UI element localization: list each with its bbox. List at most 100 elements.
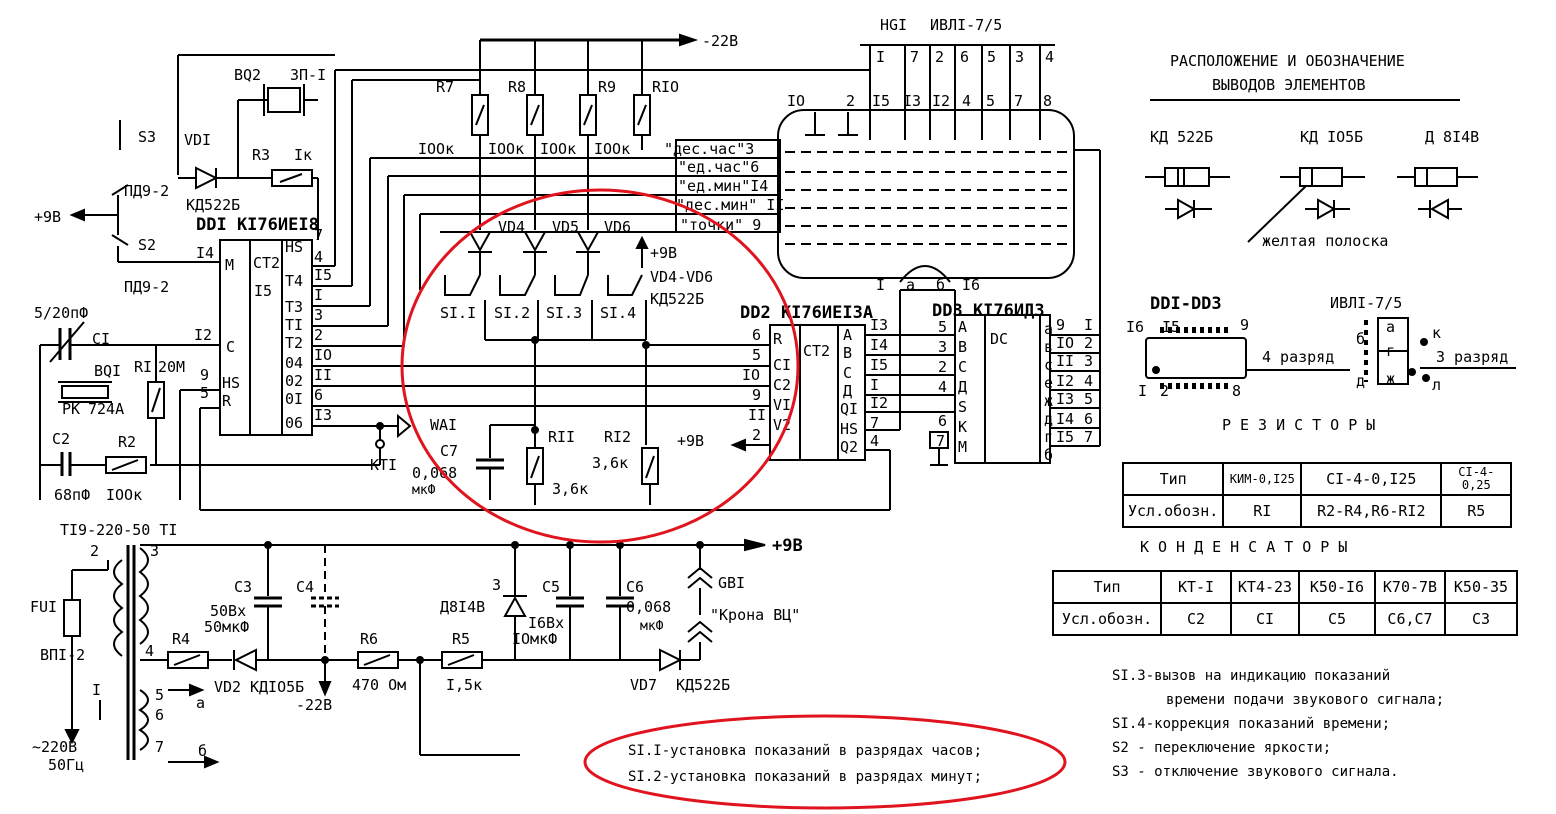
bottom-notes: SI.I-установка показаний в разрядах часо… [628,738,982,790]
r8-label: R8 [508,78,526,96]
switch-s1-3: SI.3 [546,304,582,322]
out-22v-label: -22В [296,696,332,714]
r5-label: R5 [452,630,470,648]
dd1-rpin4: 4 [314,248,323,266]
dd3-in-m: M [958,438,967,456]
display-bottom-a: а [906,276,915,294]
dd1-rpin10: ІО [314,346,332,364]
r6-value: 470 Ом [352,676,406,694]
highlight-circle-switches [400,188,800,544]
t-pin-1: І [92,681,101,699]
dd3-pin6: 6 [938,412,947,430]
dd3-in-k: K [958,418,967,436]
vd2-type: КДІО5Б [250,678,304,696]
dd1-rpin6: 6 [314,386,323,404]
chip-dd1: DDI КІ76ИЕІ8 CT2 M C HS R І5 І4 І2 9 5 H… [160,69,870,436]
dd3-in-c: C [958,358,967,376]
t-pin-6: 6 [155,706,164,724]
legend-notes: SI.3-вызов на индикацию показаний времен… [1112,664,1444,784]
supply-22v-label: -22В [702,32,738,50]
r9-label: R9 [598,78,616,96]
cap-type-kt4: КТ4-23 [1230,570,1300,604]
res-desig-header: Усл.обозн. [1121,494,1225,528]
dd2-out-d: Д [843,382,852,400]
s3-label: S3 [138,128,156,146]
stripe-label: желтая полоска [1262,232,1389,250]
dd-pin-16: І6 [1126,318,1145,336]
pd1-label: ПД9-2 [124,182,169,200]
s2-label: S2 [138,236,156,254]
dd1-rpin15: І5 [314,266,332,284]
vd5-label: VD5 [552,218,579,236]
resistors-title: РЕЗИСТОРЫ [1222,416,1385,434]
res-type-kim: КИМ-0,І25 [1222,462,1303,496]
dd1-out-01: 0І [285,390,303,408]
highlight-oval-notes [583,714,1067,810]
dd3-rpin2: 2 [1084,334,1093,352]
c5-value: І6Вх [528,614,564,632]
dd2-out-q1: QI [840,400,858,418]
dd3-rpin4: 4 [1084,372,1093,390]
display-pin-13: ІЗ [903,92,921,110]
r1-label: RI [134,358,152,376]
dd3-rpin9: 9 [1056,316,1065,334]
seg-zh: ж [1386,370,1396,388]
display-top-pin-5: 5 [987,48,996,66]
c2-value: 68пФ [54,486,90,504]
r11-value: 3,6к [552,480,588,498]
bq1-freq: 724А [88,400,124,418]
seg-l: л [1432,376,1442,394]
c5-label: C5 [542,578,560,596]
dd2-in-v2: V2 [773,416,791,434]
r11-label: RII [548,428,575,446]
dd1-ct: CT2 [253,254,280,272]
seg-b: б [1356,330,1366,348]
r5-value: І,5к [446,676,482,694]
cap-type-kt1: КТ-І [1160,570,1232,604]
r10-value: ІООк [594,140,630,158]
dd3-label: DD3 КІ76ИДЗ [932,301,1045,321]
dd3-rpin7: 7 [1084,428,1093,446]
dd2-label: DD2 КІ76ИЕІЗА [740,303,873,323]
c6-value: 0,068 [626,598,671,616]
dd-pin-9: 9 [1240,316,1250,334]
display-pin-12: І2 [932,92,950,110]
cap-type-k70: К70-7В [1374,570,1446,604]
dd2-rpin4: 4 [870,432,879,450]
diode-type-kd522b: КД 522Б [1150,128,1214,146]
cap-desig-c6-c7: C6,C7 [1374,602,1446,636]
out-9v-label: +9В [772,536,803,556]
chip-dd3: DD3 КІ76ИДЗ DC A B C Д S K M 5 3 2 4 6 7… [900,149,1101,466]
seg-a: а [1386,318,1396,336]
vd1-type: КД522Б [186,196,240,214]
dd-pin-2: 2 [1160,382,1170,400]
note-s1-4: SI.4-коррекция показаний времени; [1112,716,1391,732]
r12-value: 3,6к [592,454,628,472]
dd3-rpin3: З [1084,352,1093,370]
dd2-in-c1: CI [773,356,791,374]
dd2-rpin7: 7 [870,414,879,432]
c3-value: 50Вх [210,602,246,620]
display-input-hours-tens: "дес.час"3 [664,140,754,158]
vd2-label: VD2 [214,678,241,696]
display-top-pin-2: 2 [935,48,944,66]
pinout-graphics [1145,99,1516,389]
r7-label: R7 [436,78,454,96]
highlight-marks [400,188,1067,810]
note-s1-2: SI.2-установка показаний в разрядах мину… [628,769,983,785]
dd-pin-15: І5 [1162,318,1181,336]
dd1-out-t1: ТІ [285,316,303,334]
dd3-out-v: в [1044,338,1053,356]
display-ref: HGI [880,16,907,34]
vd1-label: VDI [184,131,211,149]
digit-3-label: 3 разряд [1436,348,1509,366]
dd1-pin5: 5 [200,384,209,402]
dd3-out-a: а [1044,320,1053,338]
display-bottom-pin-16: І6 [962,276,980,294]
dd2-rpin13: ІЗ [870,316,888,334]
r4-label: R4 [172,630,190,648]
cap-type-header: Тип [1052,570,1162,604]
dd3-in-s: S [958,398,967,416]
dd-pin-8: 8 [1232,382,1242,400]
